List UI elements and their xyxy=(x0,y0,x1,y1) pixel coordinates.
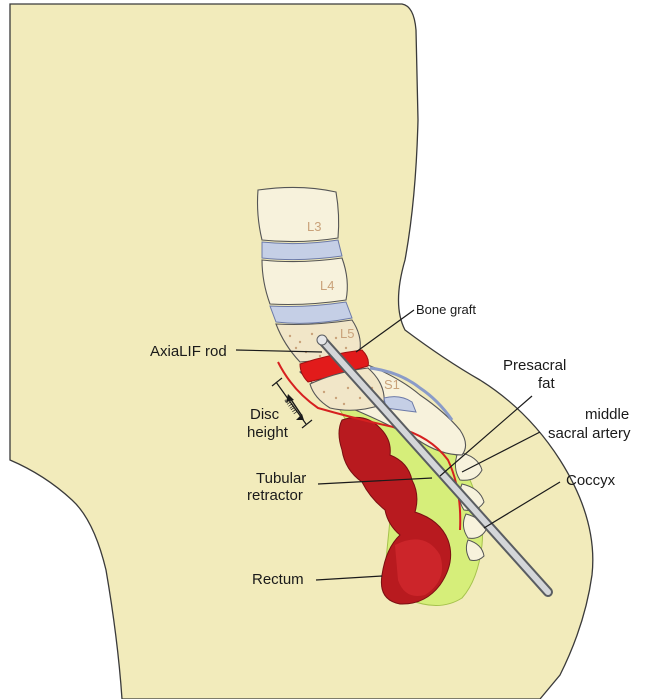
label-disc-height-line2: height xyxy=(247,424,289,441)
disc-l4-l5 xyxy=(269,301,353,324)
label-tubular-retractor-line2: retractor xyxy=(247,487,303,504)
leader-middle-sacral xyxy=(461,431,541,473)
label-middle-sacral-line2: sacral artery xyxy=(548,425,631,442)
label-presacral-fat-line2: fat xyxy=(538,375,556,392)
label-bone-graft: Bone graft xyxy=(416,302,476,317)
rectum-highlight xyxy=(395,539,443,596)
label-rectum: Rectum xyxy=(252,571,304,588)
leader-axialif-rod xyxy=(235,349,323,353)
label-middle-sacral-line1: middle xyxy=(585,406,629,423)
leader-coccyx xyxy=(483,481,561,529)
label-axialif-rod: AxiaLIF rod xyxy=(150,343,227,360)
label-disc-height-line1: Disc xyxy=(250,406,280,423)
rod-tip xyxy=(316,334,328,346)
axialif-rod-highlight xyxy=(319,337,551,595)
leader-tubular-retractor xyxy=(317,477,433,485)
label-l5: L5 xyxy=(340,326,354,341)
label-coccyx: Coccyx xyxy=(566,472,616,489)
label-tubular-retractor-line1: Tubular xyxy=(256,470,306,487)
l4-vertebra xyxy=(261,257,348,306)
leader-rectum xyxy=(315,575,383,581)
label-presacral-fat-line1: Presacral xyxy=(503,357,566,374)
label-s1: S1 xyxy=(384,377,400,392)
disc-l3-l4 xyxy=(261,239,343,261)
leader-bone-graft xyxy=(355,309,415,353)
sacrum-lamina xyxy=(369,366,454,421)
label-l3: L3 xyxy=(307,219,321,234)
leader-presacral-fat xyxy=(439,395,533,477)
disc-s1-s2 xyxy=(383,396,417,413)
bone-graft xyxy=(299,349,369,383)
l3-vertebra xyxy=(256,186,340,243)
label-l4: L4 xyxy=(320,278,334,293)
